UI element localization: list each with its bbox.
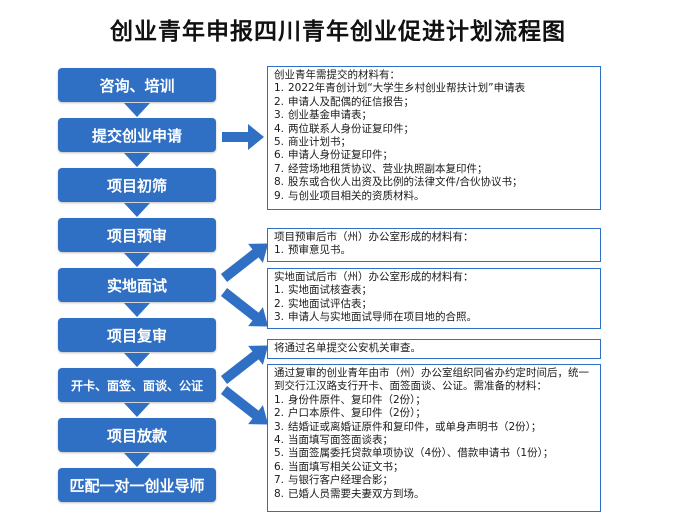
step-pre-review: 项目预审 [58, 218, 216, 252]
list-item: 9.与创业项目相关的资质材料。 [274, 189, 425, 202]
list-item: 2.户口本原件、复印件（2份）； [274, 407, 426, 420]
list-item: 3.结婚证或离婚证原件和复印件，或单身声明书（2份）； [274, 420, 542, 433]
panel-heading: 实地面试后市（州）办公室形成的材料有： [274, 271, 474, 283]
step-loan-disbursement: 项目放款 [58, 418, 216, 452]
list-item: 3.创业基金申请表； [274, 109, 372, 122]
step-consult-training: 咨询、培训 [58, 68, 216, 102]
step-mentor-matching: 匹配一对一创业导师 [58, 468, 216, 502]
down-arrow-icon [124, 353, 150, 367]
down-right-arrow-icon [220, 288, 269, 327]
step-submit-application: 提交创业申请 [58, 118, 216, 152]
interview-materials-panel: 实地面试后市（州）办公室形成的材料有： 1.实地面试核查表； 2.实地面试评估表… [267, 268, 601, 329]
down-arrow-icon [124, 303, 150, 317]
list-item: 7.经营场地租赁协议、营业执照副本复印件； [274, 162, 488, 175]
step-re-review: 项目复审 [58, 318, 216, 352]
list-item: 6.当面填写相关公证文书； [274, 460, 404, 473]
list-item: 8.股东或合伙人出资及比例的法律文件/合伙协议书； [274, 176, 523, 189]
down-right-arrow-icon [220, 386, 269, 425]
list-item: 4.当面填写面签面谈表； [274, 434, 393, 447]
prereview-materials-panel: 项目预审后市（州）办公室形成的材料有： 1.预审意见书。 [267, 228, 601, 262]
down-arrow-icon [124, 453, 150, 467]
list-item: 5.当面签属委托贷款单项协议（4份）、借款申请书（1份）； [274, 447, 554, 460]
right-arrow-icon [222, 124, 264, 150]
page-title: 创业青年申报四川青年创业促进计划流程图 [110, 19, 566, 45]
list-item: 1.身份件原件、复印件（2份）； [274, 393, 426, 406]
step-initial-screening: 项目初筛 [58, 168, 216, 202]
list-item: 8.已婚人员需要夫妻双方到场。 [274, 487, 425, 500]
list-item: 3.申请人与实地面试导师在项目地的合照。 [274, 311, 477, 324]
down-arrow-icon [124, 253, 150, 267]
up-right-arrow-icon [220, 243, 269, 282]
list-item: 1.2022年青创计划“大学生乡村创业帮扶计划”申请表 [274, 82, 526, 95]
list-item: 7.与银行客户经理合影； [274, 474, 393, 487]
panel-heading: 项目预审后市（州）办公室形成的材料有： [274, 231, 474, 243]
down-arrow-icon [124, 153, 150, 167]
list-item: 2.实地面试评估表； [274, 297, 372, 310]
application-materials-panel: 创业青年需提交的材料有： 1.2022年青创计划“大学生乡村创业帮扶计划”申请表… [267, 66, 601, 210]
down-arrow-icon [124, 403, 150, 417]
list-item: 4.两位联系人身份证复印件； [274, 122, 414, 135]
step-card-sign-notarize: 开卡、面签、面谈、公证 [58, 368, 216, 402]
panel-heading: 通过复审的创业青年由市（州）办公室组织同省办约定时间后，统一到交行江汉路支行开卡… [274, 367, 589, 393]
step-onsite-interview: 实地面试 [58, 268, 216, 302]
signing-materials-panel: 通过复审的创业青年由市（州）办公室组织同省办约定时间后，统一到交行江汉路支行开卡… [267, 364, 601, 512]
up-right-arrow-icon [220, 345, 269, 384]
list-item: 6.申请人身份证复印件； [274, 149, 393, 162]
list-item: 2.申请人及配偶的征信报告； [274, 95, 414, 108]
list-item: 1.预审意见书。 [274, 244, 351, 257]
police-review-panel: 将通过名单提交公安机关审查。 [267, 339, 601, 359]
list-item: 5.商业计划书； [274, 136, 351, 149]
list-item: 1.实地面试核查表； [274, 284, 372, 297]
panel-text: 将通过名单提交公安机关审查。 [274, 342, 421, 354]
panel-heading: 创业青年需提交的材料有： [274, 69, 400, 81]
down-arrow-icon [124, 203, 150, 217]
down-arrow-icon [124, 103, 150, 117]
